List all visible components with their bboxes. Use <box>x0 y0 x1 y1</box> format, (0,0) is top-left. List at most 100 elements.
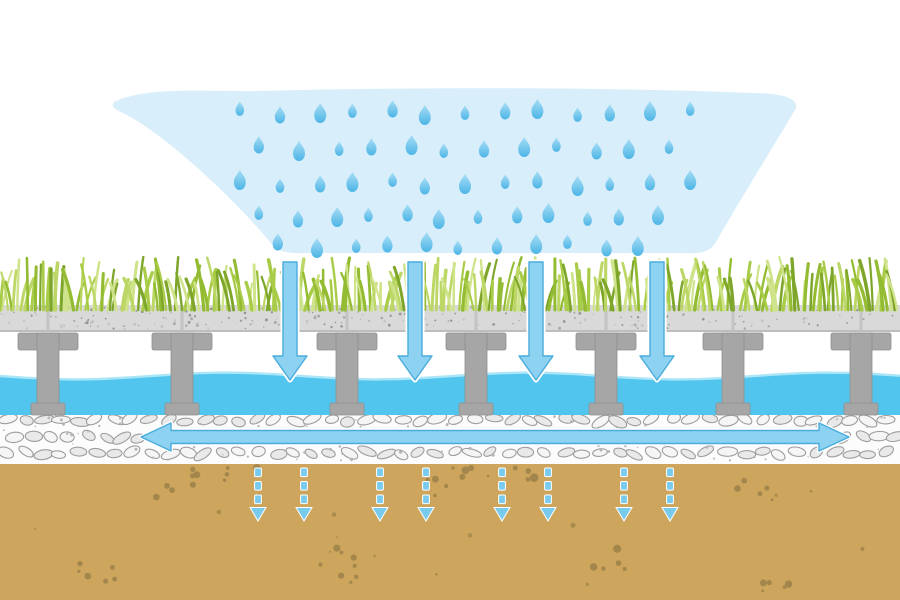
soil-speckle <box>757 491 763 497</box>
soil-speckle <box>339 550 344 555</box>
grass-blade <box>39 263 42 312</box>
paver-joint <box>474 305 478 332</box>
grass-blade <box>178 275 191 312</box>
percolation-dash <box>620 494 628 505</box>
rain-cloud <box>112 88 796 254</box>
pebble <box>613 447 628 458</box>
soil-speckle <box>589 563 598 571</box>
slab-speckle <box>90 325 92 327</box>
pebble <box>176 417 194 427</box>
pebble <box>608 415 628 429</box>
grass-blade <box>260 275 271 312</box>
pebble <box>265 413 281 426</box>
slab-speckle <box>87 318 90 321</box>
soil-speckle <box>761 589 765 593</box>
pebble <box>787 446 807 457</box>
soil-speckle <box>734 485 741 492</box>
pebble <box>4 431 25 444</box>
gravel-speckle <box>59 418 63 422</box>
grass-blade <box>743 260 752 312</box>
slab-speckle <box>891 314 894 317</box>
pebble <box>697 445 715 458</box>
gravel-speckle <box>340 459 342 462</box>
slab-speckle <box>767 325 770 328</box>
grass-blade <box>252 263 257 312</box>
slab-speckle <box>249 323 252 326</box>
slab-speckle <box>584 318 587 322</box>
grass-blade <box>513 275 527 312</box>
soil-speckle <box>77 569 81 573</box>
grass-blade <box>120 277 130 312</box>
soil-speckle <box>784 580 793 588</box>
gravel-speckle <box>599 449 603 452</box>
grass-blade <box>79 256 85 312</box>
pebble <box>24 430 44 442</box>
percolation-dash <box>544 481 552 491</box>
gravel-speckle <box>47 416 51 420</box>
slab-speckle <box>153 322 156 325</box>
slab-speckle <box>80 317 83 319</box>
grass-blade <box>458 260 466 312</box>
slab-speckle <box>738 315 741 318</box>
grass-blade <box>874 259 885 312</box>
slab-speckle <box>682 313 685 316</box>
slab-speckle <box>387 323 391 327</box>
gravel-speckle <box>199 422 202 426</box>
grass-blade <box>557 274 561 312</box>
pebble <box>644 446 662 460</box>
grass-blade <box>255 270 261 312</box>
pebble <box>571 413 591 425</box>
slab-speckle <box>751 323 753 325</box>
grass-blade <box>809 272 814 312</box>
slab-speckle <box>227 316 231 320</box>
grass-blade <box>142 266 151 312</box>
grass-blade <box>153 282 159 312</box>
pebble <box>536 447 551 458</box>
slab-speckle <box>193 315 197 318</box>
slab-speckle <box>59 324 62 326</box>
slab-speckle <box>62 324 66 327</box>
slab-speckle <box>518 320 520 322</box>
grass-blade <box>742 278 751 312</box>
grass-blade <box>757 263 769 312</box>
soil-speckle <box>169 487 176 493</box>
gravel-speckle <box>553 415 556 418</box>
grass-blade <box>785 264 793 312</box>
percolation-arrowhead <box>615 507 633 522</box>
paver-joint <box>46 305 50 332</box>
grass-blade <box>498 282 504 312</box>
slab-speckle <box>122 325 125 327</box>
pebble <box>661 446 679 458</box>
percolation-dash <box>254 481 262 491</box>
grass-blade <box>311 277 322 312</box>
gravel-speckle <box>883 416 886 419</box>
slab-speckle <box>149 312 151 315</box>
grass-blade <box>358 279 367 312</box>
grass-blade <box>845 268 853 311</box>
gravel-speckle <box>349 457 354 461</box>
slab-speckle <box>470 306 473 309</box>
pebble <box>212 415 228 426</box>
percolation-arrow <box>493 467 511 522</box>
gravel-speckle <box>118 417 122 420</box>
slab-speckle <box>862 318 865 321</box>
percolation-dash <box>254 494 262 505</box>
grass-blade <box>666 257 671 312</box>
slab-speckle <box>802 320 806 324</box>
grass-blade <box>166 277 180 312</box>
rain-cloud-shape <box>112 88 796 254</box>
gravel-speckle <box>305 425 308 427</box>
grass-blade <box>677 280 684 312</box>
soil-speckle <box>164 483 170 489</box>
slab-speckle <box>462 318 465 321</box>
slab-speckle <box>8 322 10 324</box>
soil-speckle <box>338 572 345 579</box>
slab-speckle <box>441 313 444 316</box>
gravel-speckle <box>880 416 883 419</box>
soil-speckle <box>444 484 449 489</box>
pedestal-stem <box>464 332 488 408</box>
slab-speckle <box>30 314 33 317</box>
slab-speckle <box>312 311 314 314</box>
